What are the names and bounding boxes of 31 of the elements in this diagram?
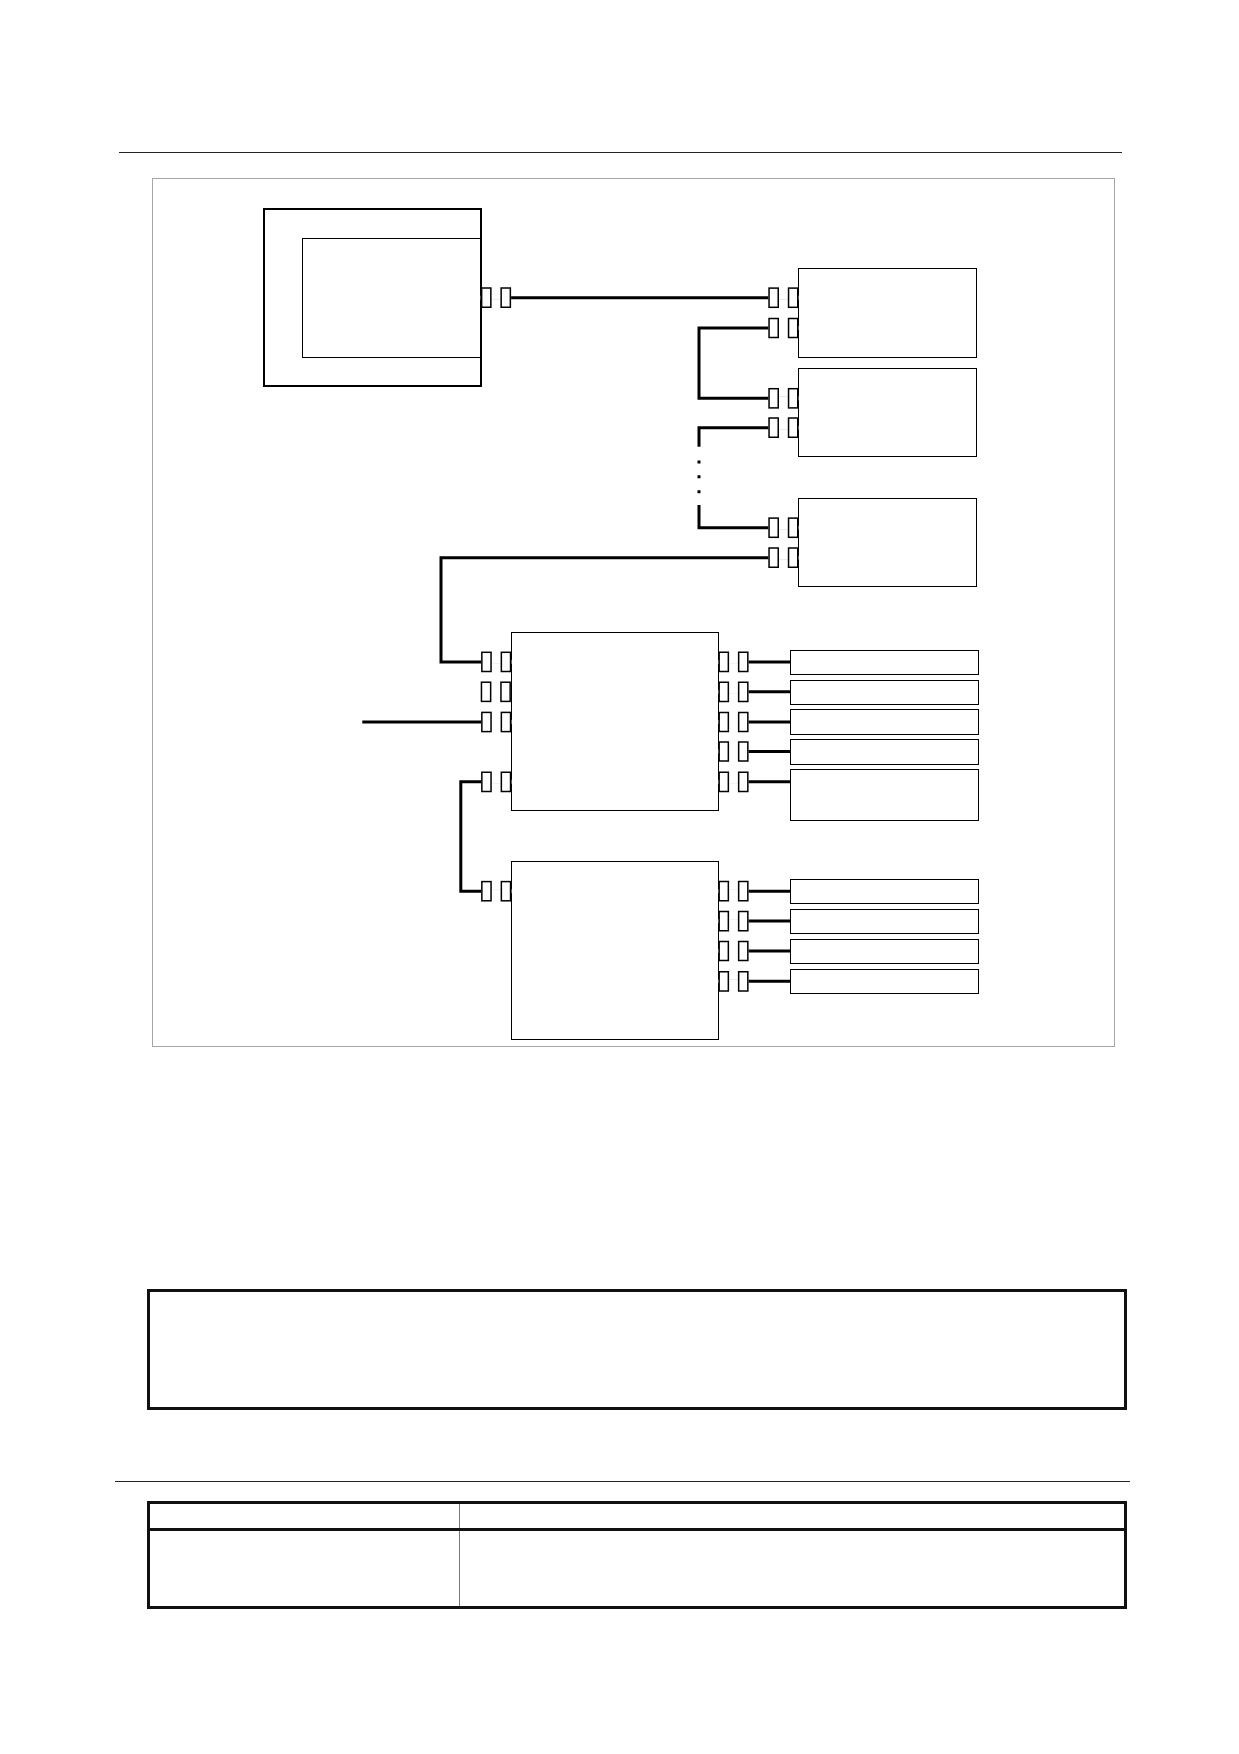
cable-line (717, 940, 791, 962)
terminal-block (790, 769, 980, 822)
terminal-block (790, 649, 980, 675)
panel-frame (262, 207, 482, 387)
module-box (797, 367, 977, 458)
cable-line (717, 771, 791, 793)
terminal-block (790, 908, 980, 935)
cable-line (697, 417, 800, 539)
cable-line (717, 681, 791, 703)
terminal-block (790, 709, 980, 736)
cable-line (439, 547, 800, 673)
cable-line (717, 651, 791, 673)
cable-line (459, 771, 513, 902)
terminal-block (790, 878, 980, 905)
cable-line (717, 910, 791, 932)
cable-line (697, 317, 800, 409)
terminal-block (790, 938, 980, 964)
cable-line (479, 287, 800, 309)
cable-line (717, 880, 791, 902)
cable-line (362, 711, 513, 733)
terminal-block (790, 969, 980, 995)
module-box (797, 268, 977, 358)
terminal-block (790, 679, 980, 705)
terminal-block (790, 739, 980, 765)
screen-area (302, 238, 482, 358)
cable-line (717, 711, 791, 733)
module-box (797, 497, 977, 587)
controller-box (510, 861, 720, 1041)
cable-line (717, 970, 791, 992)
controller-box (510, 632, 720, 811)
cable-line (717, 741, 791, 762)
